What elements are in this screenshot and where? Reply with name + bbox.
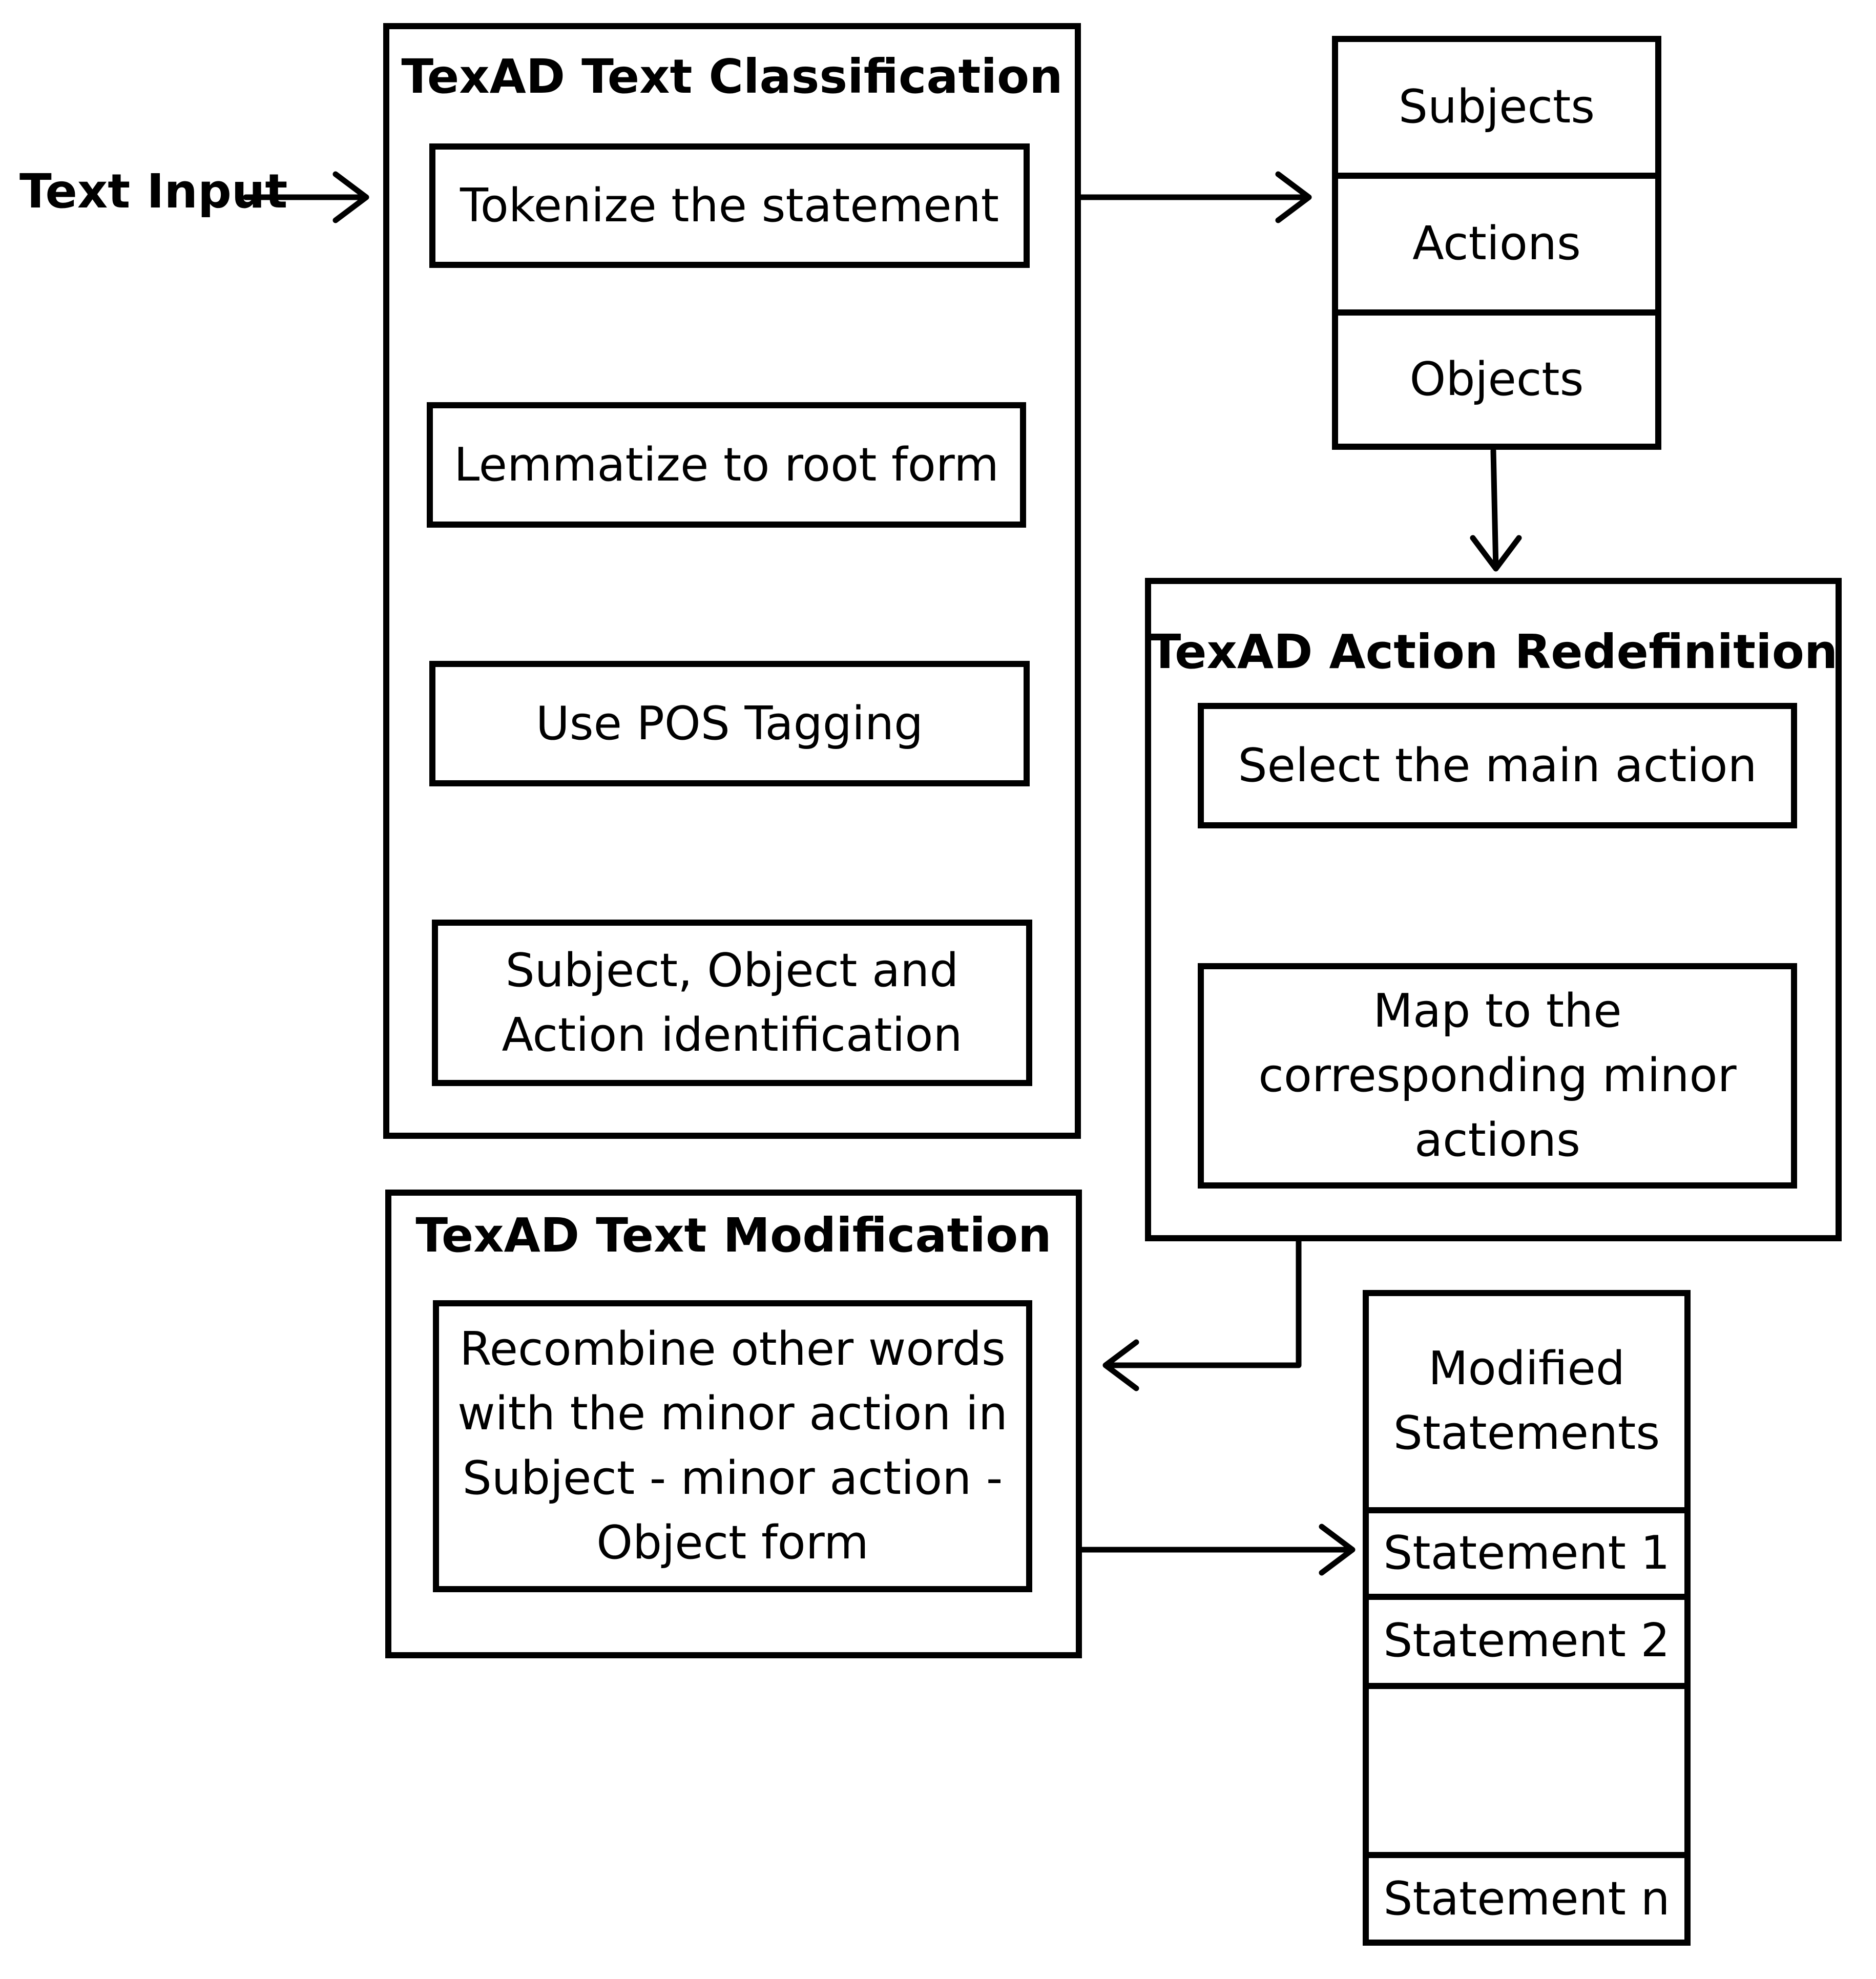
step-lemmatize-label: Lemmatize to root form bbox=[454, 438, 999, 492]
step-recombine bbox=[433, 1300, 1032, 1592]
parts-stack bbox=[1332, 36, 1661, 450]
step-identification bbox=[432, 920, 1032, 1086]
output-stack bbox=[1363, 1290, 1691, 1946]
step-tokenize bbox=[429, 143, 1030, 268]
step-pos-tagging-label: Use POS Tagging bbox=[535, 696, 924, 751]
part-actions: Actions bbox=[1412, 216, 1581, 270]
text-input-label: Text Input bbox=[19, 164, 288, 219]
step-recombine-label: Recombine other words with the minor act… bbox=[457, 1322, 1008, 1570]
step-map-minor-actions bbox=[1198, 963, 1797, 1189]
step-tokenize-label: Tokenize the statement bbox=[460, 178, 999, 233]
part-subjects: Subjects bbox=[1398, 79, 1595, 134]
step-lemmatize bbox=[427, 402, 1026, 528]
step-map-minor-actions-label: Map to the corresponding minor actions bbox=[1258, 984, 1737, 1167]
output-divider bbox=[1369, 1852, 1684, 1858]
arrow-redefinition-to-modification bbox=[1102, 1237, 1302, 1391]
arrow-parts-to-redefinition bbox=[1470, 448, 1522, 572]
parts-divider bbox=[1338, 309, 1655, 316]
output-statement-1: Statement 1 bbox=[1383, 1526, 1670, 1580]
step-select-main-action bbox=[1198, 703, 1797, 828]
output-header: Modified Statements bbox=[1393, 1342, 1660, 1460]
redefinition-title: TexAD Action Redefinition bbox=[1149, 624, 1838, 679]
step-identification-label: Subject, Object and Action identificatio… bbox=[502, 943, 963, 1062]
output-divider bbox=[1369, 1507, 1684, 1513]
modification-title: TexAD Text Modification bbox=[415, 1208, 1052, 1263]
arrow-modification-to-output bbox=[1077, 1524, 1356, 1576]
part-objects: Objects bbox=[1409, 352, 1584, 406]
parts-divider bbox=[1338, 173, 1655, 179]
step-select-main-action-label: Select the main action bbox=[1238, 738, 1757, 793]
output-statement-n: Statement n bbox=[1383, 1871, 1670, 1926]
output-statement-2: Statement 2 bbox=[1383, 1614, 1670, 1668]
step-pos-tagging bbox=[429, 661, 1030, 786]
classification-title: TexAD Text Classification bbox=[401, 49, 1063, 104]
output-divider bbox=[1369, 1594, 1684, 1600]
arrow-classification-to-parts bbox=[1077, 171, 1312, 223]
output-divider bbox=[1369, 1683, 1684, 1689]
arrow-input-to-classification bbox=[243, 171, 369, 223]
